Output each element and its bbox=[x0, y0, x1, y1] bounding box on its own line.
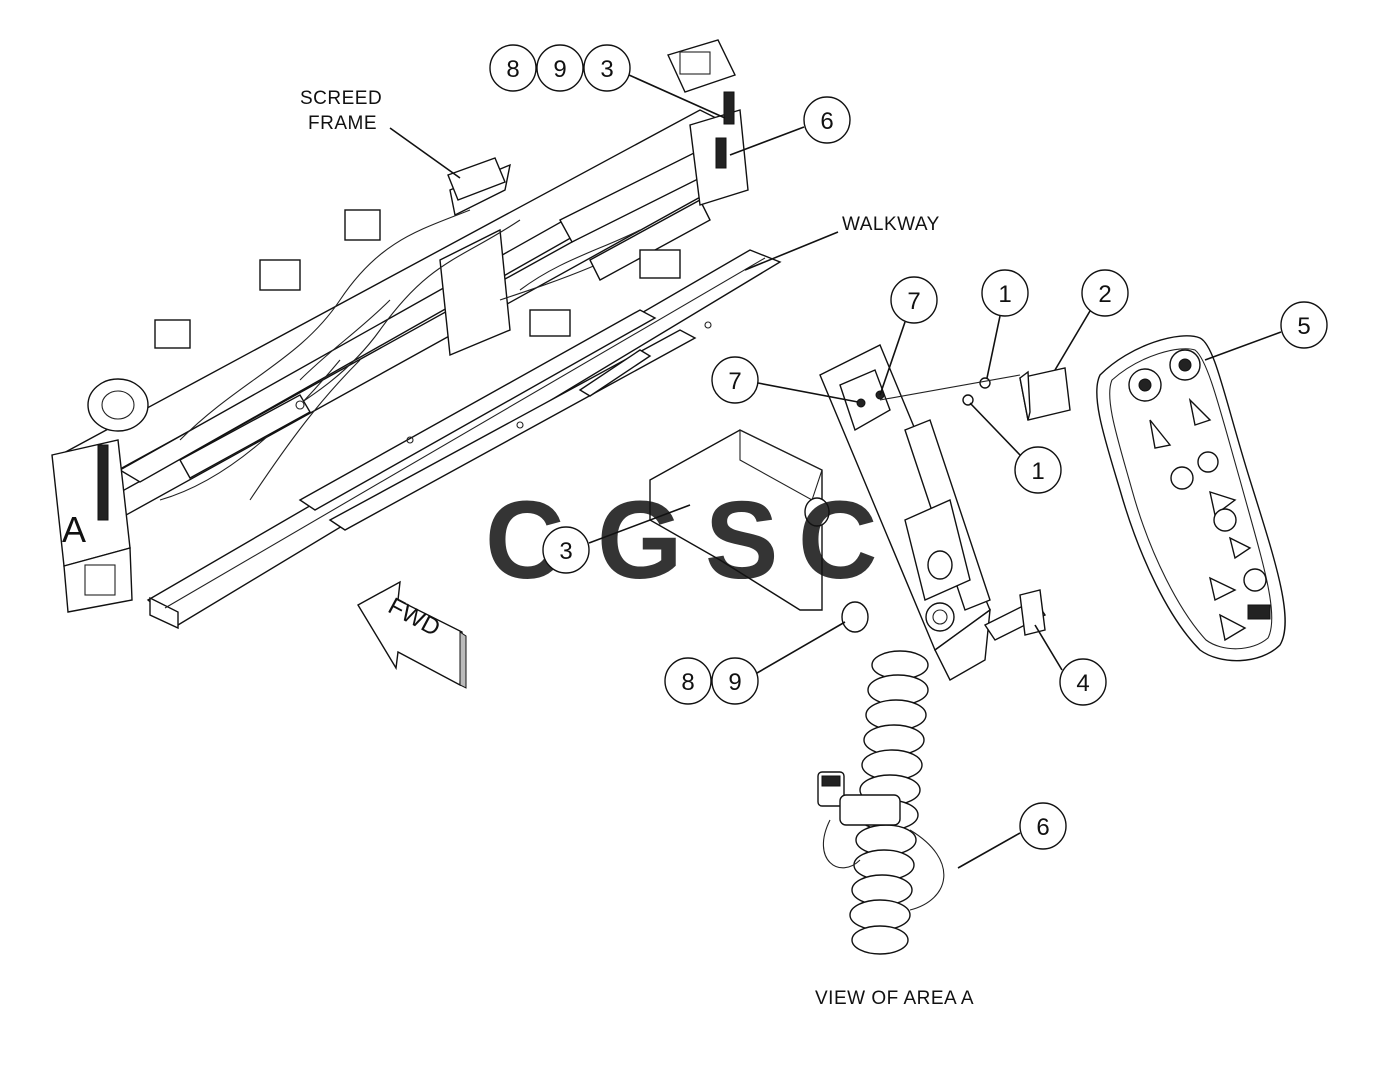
hardware-items bbox=[879, 367, 1071, 421]
callout-9-bottom: 9 bbox=[728, 669, 741, 696]
watermark-letter-3: S bbox=[705, 479, 778, 602]
fwd-arrow: FWD bbox=[357, 580, 467, 689]
callout-7-upper: 7 bbox=[907, 288, 920, 315]
callout-6-top: 6 bbox=[820, 108, 833, 135]
area-a-marker: A bbox=[62, 509, 86, 550]
coiled-cord bbox=[817, 650, 945, 955]
watermark-letter-4: C bbox=[798, 479, 877, 602]
callout-9-top: 9 bbox=[553, 56, 566, 83]
callout-2: 2 bbox=[1098, 281, 1111, 308]
screed-frame-label-2: FRAME bbox=[308, 113, 377, 134]
screed-frame-label: SCREED bbox=[300, 88, 382, 109]
callout-4: 4 bbox=[1076, 670, 1089, 697]
callout-8-bottom: 8 bbox=[681, 669, 694, 696]
watermark: C G S C bbox=[485, 479, 877, 602]
remote-control bbox=[1096, 335, 1286, 662]
callout-8-top: 8 bbox=[506, 56, 519, 83]
callout-7-lower: 7 bbox=[728, 368, 741, 395]
walkway-label: WALKWAY bbox=[842, 214, 940, 235]
screed-frame-plate bbox=[447, 157, 506, 201]
callout-1-upper: 1 bbox=[998, 281, 1011, 308]
callout-1-lower: 1 bbox=[1031, 458, 1044, 485]
callout-6-bottom: 6 bbox=[1036, 814, 1049, 841]
screed-assembly bbox=[51, 39, 782, 630]
control-holder-assembly bbox=[649, 344, 1047, 955]
view-caption: VIEW OF AREA A bbox=[815, 988, 974, 1009]
callout-3-mid: 3 bbox=[559, 538, 572, 565]
watermark-letter-2: G bbox=[597, 479, 683, 602]
callouts: 8 9 3 6 7 7 1 1 2 5 3 bbox=[489, 44, 1328, 869]
callout-5: 5 bbox=[1297, 313, 1310, 340]
callout-3-top: 3 bbox=[600, 56, 613, 83]
